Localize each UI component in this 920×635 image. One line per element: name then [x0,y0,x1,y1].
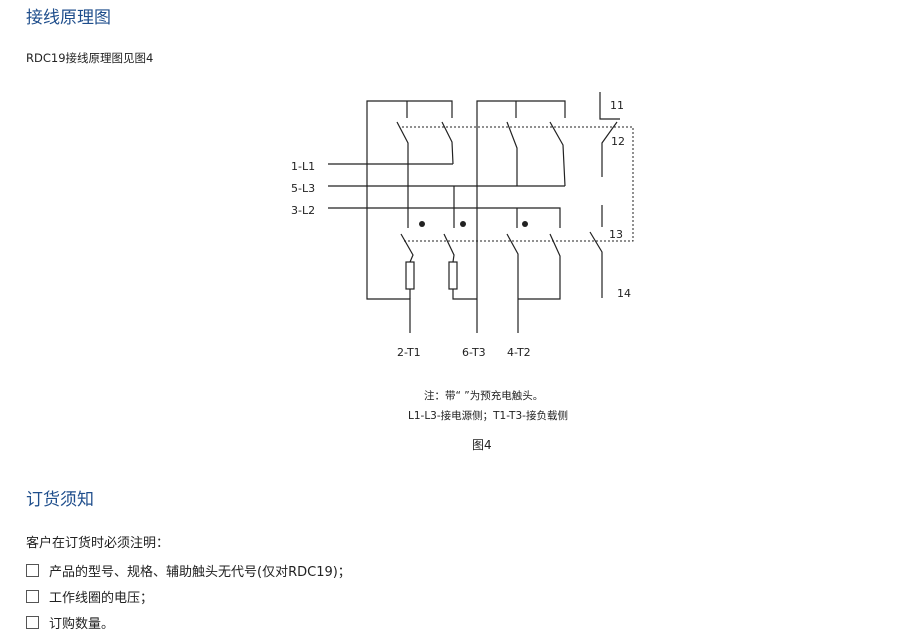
ordering-item: 产品的型号、规格、辅助触头无代号(仅对RDC19)； [26,561,351,580]
label-2-T1: 2-T1 [397,346,421,359]
label-1-L1: 1-L1 [291,160,315,173]
section-title-ordering: 订货须知 [26,490,94,510]
wiring-intro: RDC19接线原理图见图4 [26,51,154,65]
label-11: 11 [610,99,624,112]
ordering-item: 订购数量。 [26,613,114,632]
diagram-lines [328,92,620,333]
mechanical-link-dotted [402,126,634,242]
checkbox-icon [26,590,39,603]
section-title-wiring: 接线原理图 [26,8,111,28]
diagram-note-sides: L1-L3-接电源侧；T1-T3-接负载侧 [408,410,568,422]
label-12: 12 [611,135,625,148]
label-13: 13 [609,228,623,241]
figure-caption: 图4 [472,438,492,452]
checkbox-icon [26,616,39,629]
ordering-item: 工作线圈的电压； [26,587,153,606]
label-14: 14 [617,287,631,300]
label-5-L3: 5-L3 [291,182,315,195]
diagram-note-precharge: 注：带“ ”为预充电触头。 [424,390,544,402]
precharge-dots [419,221,528,227]
ordering-intro: 客户在订货时必须注明： [26,536,170,551]
label-4-T2: 4-T2 [507,346,531,359]
label-6-T3: 6-T3 [462,346,486,359]
checkbox-icon [26,564,39,577]
label-3-L2: 3-L2 [291,204,315,217]
